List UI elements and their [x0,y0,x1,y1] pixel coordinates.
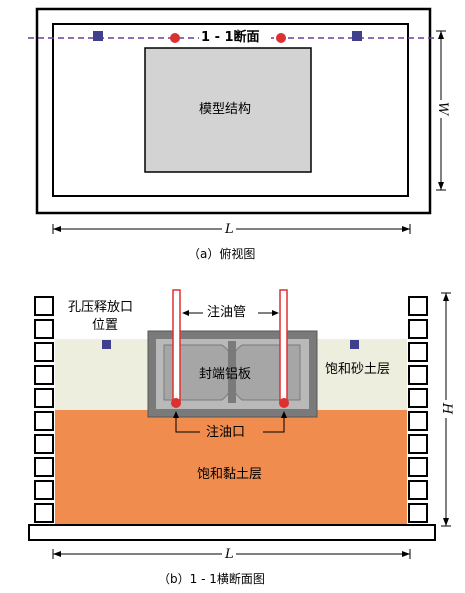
l-dimension-label: L [225,222,234,237]
sand-layer-label: 饱和砂土层 [325,362,391,377]
right-wall [408,296,428,523]
pressure-port-label-line2: 位置 [92,318,119,333]
pressure-port-marker [350,340,359,349]
caption-top-view: （a）俯视图 [188,247,256,261]
oil-port-dot [171,398,181,408]
oil-pipe-left [172,289,181,403]
pressure-port-marker [93,31,103,41]
outer-tank-outline [35,7,432,215]
l-dimension-label-bottom: L [225,547,234,562]
oil-port-dot [276,33,286,43]
caption-section-view: （b）1 - 1横断面图 [158,572,265,586]
clay-layer [55,410,407,525]
pressure-port-marker [102,340,111,349]
oil-port-dot [279,398,289,408]
oil-pipe-right [279,289,288,403]
left-wall [34,296,54,523]
pressure-port-marker [352,31,362,41]
model-structure-box [144,47,312,173]
oil-port-label: 注油口 [206,425,246,440]
base-plate [28,524,436,541]
end-plate-label: 封端铝板 [199,367,252,382]
oil-pipe-label: 注油管 [207,305,247,320]
inner-tank-outline [52,23,409,197]
section-label: 1 - 1断面 [201,30,260,45]
w-dimension-label: W [435,101,451,116]
h-dimension-label: H [439,402,455,415]
model-structure-label: 模型结构 [199,102,252,117]
clay-layer-label: 饱和黏土层 [197,467,263,482]
pressure-port-label: 孔压释放口 [68,300,134,315]
oil-port-dot [170,33,180,43]
